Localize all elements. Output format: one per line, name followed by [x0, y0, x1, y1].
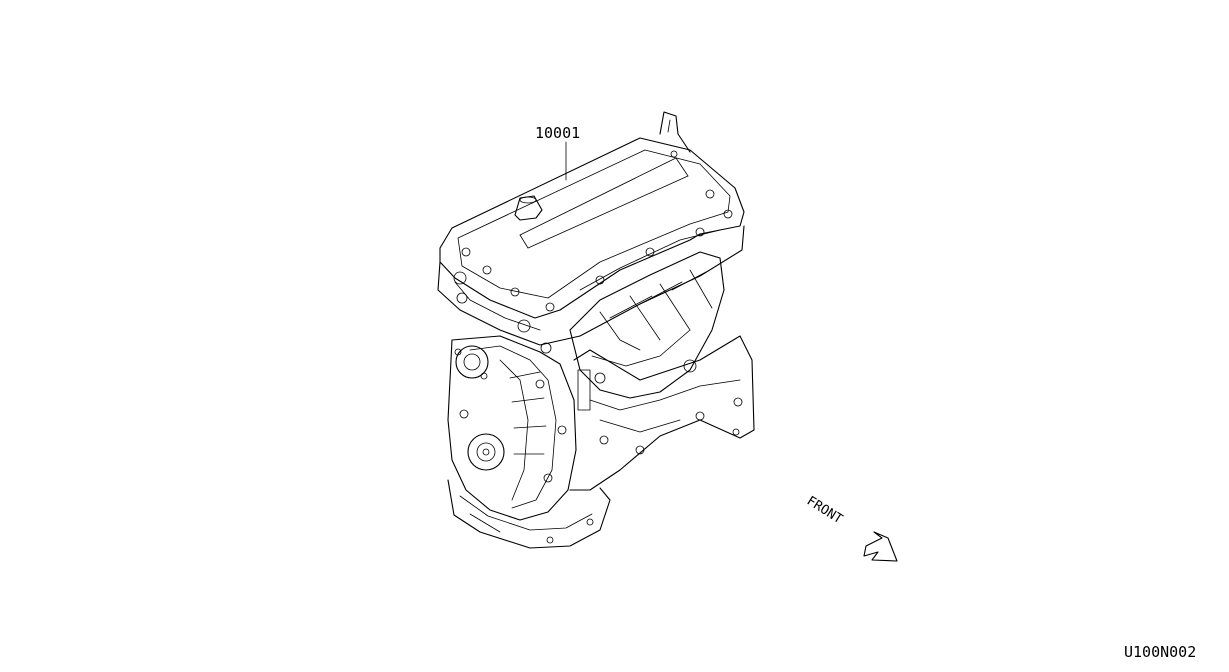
- timing-cover: [447, 335, 577, 521]
- front-indicator: FRONT: [804, 494, 898, 562]
- engine-block: [569, 335, 755, 491]
- exhaust-manifold: [569, 251, 725, 399]
- engine-illustration: [437, 111, 755, 549]
- part-number-label: 10001: [535, 124, 580, 142]
- valve-cover: [439, 111, 745, 319]
- part-callout: 10001: [535, 124, 580, 181]
- diagram-code: U100N002: [1124, 643, 1196, 661]
- front-arrow-icon: [863, 531, 898, 562]
- direction-label: FRONT: [804, 494, 845, 528]
- oil-pan: [447, 479, 611, 549]
